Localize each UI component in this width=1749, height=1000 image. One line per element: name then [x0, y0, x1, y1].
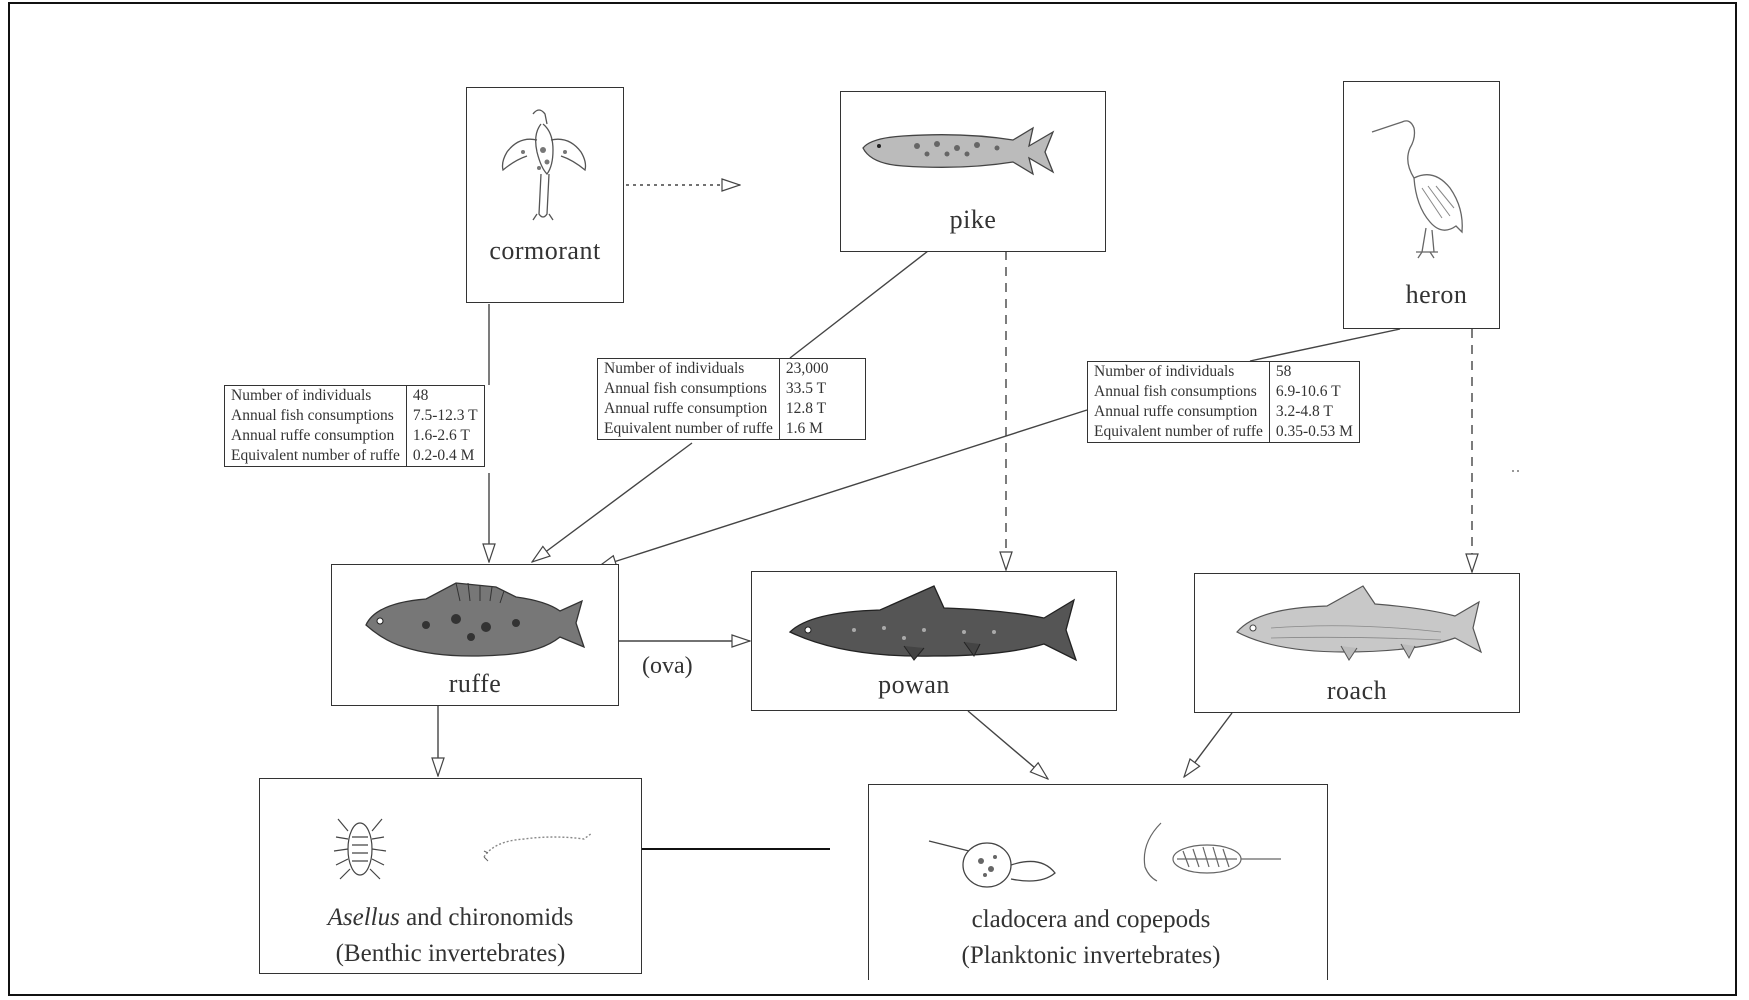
roach-to-plankton-arrow — [1184, 713, 1232, 777]
cormorant-label: cormorant — [467, 236, 623, 266]
stats-key: Equivalent number of ruffe — [1088, 422, 1270, 443]
chironomid-drawing-icon — [480, 827, 600, 867]
planktonic-sublabel: (Planktonic invertebrates) — [855, 939, 1327, 973]
roach-box: roach — [1194, 573, 1520, 713]
benthic-sublabel: (Benthic invertebrates) — [260, 937, 641, 971]
pike-label: pike — [841, 205, 1105, 235]
heron-to-stats-line — [1250, 329, 1400, 361]
powan-label: powan — [712, 670, 1116, 700]
cladocera-drawing-icon — [925, 825, 1065, 895]
stats-value: 1.6 M — [779, 419, 865, 440]
heron-drawing-icon — [1366, 92, 1476, 262]
benthic-rest-label: and chironomids — [400, 904, 574, 931]
roach-drawing-icon — [1231, 580, 1491, 670]
stats-key: Number of individuals — [225, 386, 407, 407]
roach-label: roach — [1195, 676, 1519, 706]
stats-value: 23,000 — [779, 359, 865, 380]
ruffe-label: ruffe — [332, 669, 618, 699]
stats-key: Annual fish consumptions — [1088, 382, 1270, 402]
powan-drawing-icon — [784, 578, 1084, 678]
planktonic-box: cladocera and copepods (Planktonic inver… — [868, 784, 1328, 980]
stats-key: Number of individuals — [598, 359, 780, 380]
stats-value: 1.6-2.6 T — [406, 426, 484, 446]
benthic-label: Asellus and chironomids — [260, 901, 641, 935]
stats-key: Annual ruffe consumption — [225, 426, 407, 446]
asellus-drawing-icon — [330, 809, 390, 889]
heron-label: heron — [1374, 280, 1499, 310]
benthic-box: Asellus and chironomids (Benthic inverte… — [259, 778, 642, 974]
stats-value: 6.9-10.6 T — [1269, 382, 1359, 402]
stats-key: Number of individuals — [1088, 362, 1270, 383]
copepod-drawing-icon — [1131, 819, 1291, 889]
stats-key: Annual fish consumptions — [225, 406, 407, 426]
stats-key: Equivalent number of ruffe — [225, 446, 407, 467]
cormorant-box: cormorant — [466, 87, 624, 303]
powan-box: powan — [751, 571, 1117, 711]
pike-drawing-icon — [857, 114, 1077, 184]
ruffe-drawing-icon — [356, 575, 596, 665]
benthic-italic-label: Asellus — [328, 904, 400, 931]
stats-value: 33.5 T — [779, 379, 865, 399]
stats-key: Annual ruffe consumption — [1088, 402, 1270, 422]
powan-to-plankton-arrow — [968, 711, 1048, 779]
ruffe-box: ruffe — [331, 564, 619, 706]
ova-edge-label: (ova) — [642, 653, 693, 680]
stats-value: 0.35-0.53 M — [1269, 422, 1359, 443]
stats-value: 58 — [1269, 362, 1359, 383]
stats-value: 7.5-12.3 T — [406, 406, 484, 426]
stats-value: 0.2-0.4 M — [406, 446, 484, 467]
stats-key: Annual fish consumptions — [598, 379, 780, 399]
stats-value: 12.8 T — [779, 399, 865, 419]
cormorant-drawing-icon — [493, 104, 593, 234]
stats-value: 48 — [406, 386, 484, 407]
pike-to-stats-line — [790, 251, 928, 358]
stats-key: Annual ruffe consumption — [598, 399, 780, 419]
stats-value: 3.2-4.8 T — [1269, 402, 1359, 422]
pike-box: pike — [840, 91, 1106, 252]
stats-key: Equivalent number of ruffe — [598, 419, 780, 440]
planktonic-label: cladocera and copepods — [855, 903, 1327, 937]
heron-box: heron — [1343, 81, 1500, 329]
